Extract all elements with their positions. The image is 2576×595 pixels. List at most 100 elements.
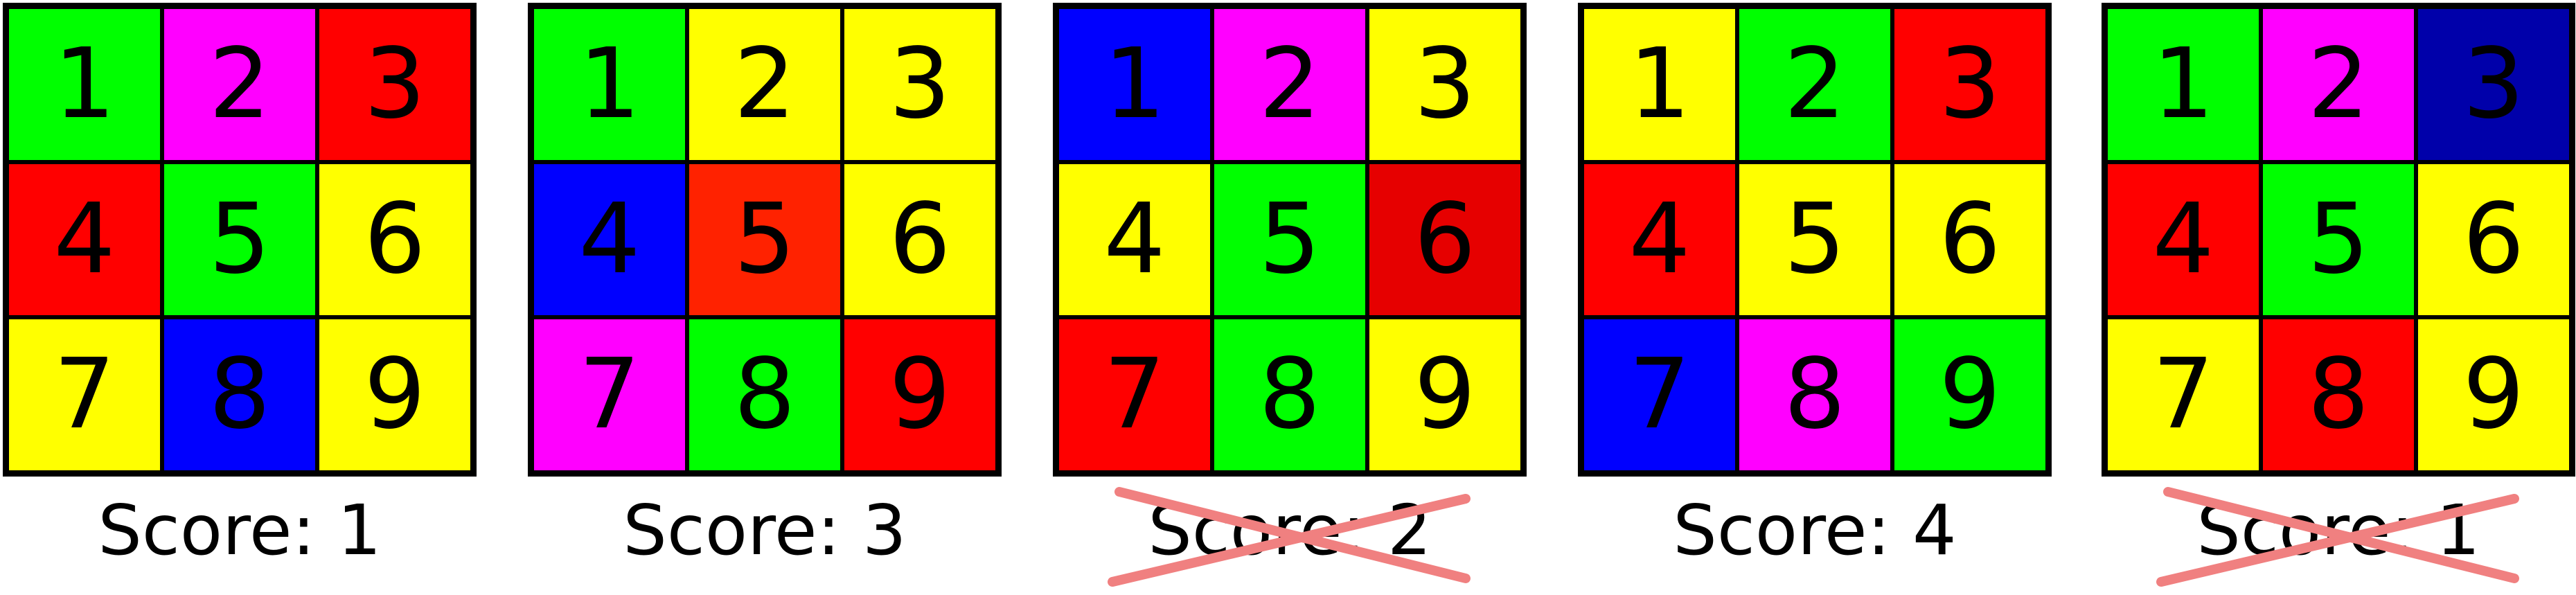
grid-cell: 4 [1582,162,1737,317]
grid-panel-2: 1 2 3 4 5 6 7 8 9 Score: 3 [525,0,1010,595]
grid-cell: 1 [532,7,687,162]
cell-number: 2 [2307,28,2370,141]
grid-cell: 4 [2106,162,2261,317]
color-grid: 1 2 3 4 5 6 7 8 9 [528,3,1002,477]
cell-number: 7 [53,338,116,451]
cell-number: 1 [2152,28,2214,141]
cell-number: 6 [889,183,951,296]
score-label: Score: 2 [1148,489,1432,571]
grid-cell: 3 [317,7,472,162]
cell-number: 6 [1939,183,2001,296]
grid-cell: 8 [1737,317,1892,472]
grid-cell: 5 [1212,162,1367,317]
grid-panel-5: 1 2 3 4 5 6 7 8 9 Score: 1 [2099,0,2576,595]
cell-number: 6 [364,183,426,296]
cell-number: 2 [208,28,271,141]
cell-number: 3 [2462,28,2525,141]
cell-number: 1 [1628,28,1691,141]
grid-cell: 9 [1892,317,2048,472]
cell-number: 3 [889,28,951,141]
grid-cell: 7 [7,317,162,472]
grid-cell: 2 [2261,7,2416,162]
grid-cell: 5 [2261,162,2416,317]
cell-number: 6 [2462,183,2525,296]
grid-cell: 2 [162,7,317,162]
cell-number: 4 [1628,183,1691,296]
grid-panel-1: 1 2 3 4 5 6 7 8 9 Score: 1 [0,0,485,595]
cell-number: 7 [1103,338,1166,451]
cell-number: 6 [1414,183,1476,296]
cell-number: 5 [208,183,271,296]
cell-number: 2 [734,28,796,141]
grid-cell: 6 [317,162,472,317]
cell-number: 1 [1103,28,1166,141]
cell-number: 4 [578,183,641,296]
cell-number: 3 [364,28,426,141]
grid-cell: 1 [7,7,162,162]
grid-cell: 7 [1057,317,1212,472]
cell-number: 9 [364,338,426,451]
grid-cell: 8 [1212,317,1367,472]
cell-number: 5 [1259,183,1321,296]
grid-cell: 2 [687,7,842,162]
cell-number: 5 [1784,183,1846,296]
grid-cell: 4 [1057,162,1212,317]
cell-number: 8 [2307,338,2370,451]
grid-cell: 2 [1212,7,1367,162]
grid-cell: 8 [162,317,317,472]
color-grid: 1 2 3 4 5 6 7 8 9 [3,3,477,477]
grid-cell: 2 [1737,7,1892,162]
score-label: Score: 1 [2196,489,2480,571]
cell-number: 7 [2152,338,2214,451]
grid-cell: 1 [1582,7,1737,162]
score-label: Score: 1 [98,489,382,571]
grid-cell: 4 [7,162,162,317]
grid-cell: 3 [1892,7,2048,162]
grid-cell: 5 [687,162,842,317]
grid-cell: 8 [687,317,842,472]
color-grid: 1 2 3 4 5 6 7 8 9 [1578,3,2052,477]
grid-cell: 7 [2106,317,2261,472]
cell-number: 7 [578,338,641,451]
cell-number: 8 [1259,338,1321,451]
cell-number: 2 [1784,28,1846,141]
grid-cell: 3 [2416,7,2571,162]
color-grid: 1 2 3 4 5 6 7 8 9 [1053,3,1527,477]
grid-cell: 4 [532,162,687,317]
grid-cell: 8 [2261,317,2416,472]
grid-cell: 3 [842,7,997,162]
grid-panel-4: 1 2 3 4 5 6 7 8 9 Score: 4 [1575,0,2060,595]
cell-number: 1 [578,28,641,141]
grid-cell: 6 [842,162,997,317]
cell-number: 3 [1939,28,2001,141]
grid-cell: 6 [1367,162,1522,317]
cell-number: 9 [2462,338,2525,451]
score-label: Score: 3 [623,489,907,571]
cell-number: 9 [1939,338,2001,451]
grid-panel-3: 1 2 3 4 5 6 7 8 9 Score: 2 [1050,0,1535,595]
cell-number: 2 [1259,28,1321,141]
cell-number: 5 [2307,183,2370,296]
grid-cell: 7 [532,317,687,472]
grid-cell: 5 [1737,162,1892,317]
cell-number: 1 [53,28,116,141]
cell-number: 8 [208,338,271,451]
grid-cell: 9 [317,317,472,472]
grid-cell: 3 [1367,7,1522,162]
cell-number: 9 [1414,338,1476,451]
cell-number: 3 [1414,28,1476,141]
cell-number: 9 [889,338,951,451]
grid-cell: 9 [1367,317,1522,472]
grid-cell: 7 [1582,317,1737,472]
grid-cell: 1 [1057,7,1212,162]
cell-number: 5 [734,183,796,296]
cell-number: 4 [53,183,116,296]
grid-cell: 6 [1892,162,2048,317]
grid-cell: 5 [162,162,317,317]
grid-cell: 9 [2416,317,2571,472]
cell-number: 4 [1103,183,1166,296]
grid-cell: 6 [2416,162,2571,317]
score-label: Score: 4 [1673,489,1957,571]
grid-cell: 1 [2106,7,2261,162]
cell-number: 8 [734,338,796,451]
